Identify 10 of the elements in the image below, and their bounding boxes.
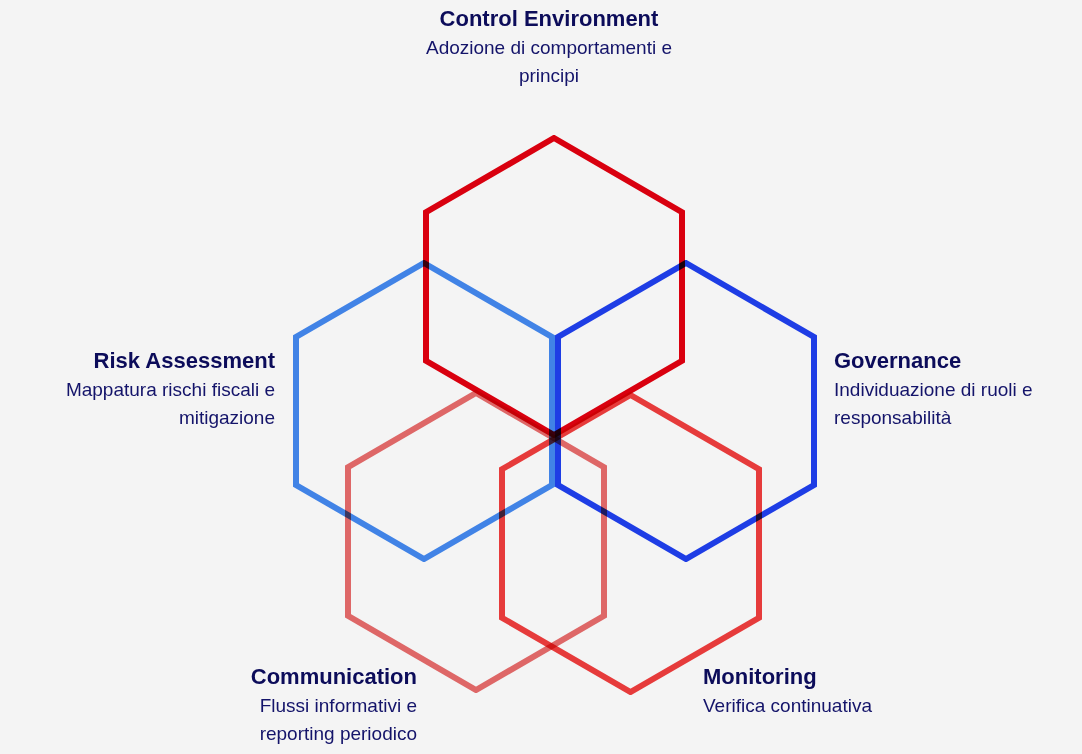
- description: Flussi informativi e reporting periodico: [258, 694, 417, 746]
- heading: Communication: [249, 663, 417, 691]
- description: Verifica continuativa: [703, 694, 873, 718]
- description: Adozione di comportamenti e principi: [424, 36, 674, 88]
- description: Individuazione di ruoli e responsabilità: [834, 378, 1034, 430]
- heading: Control Environment: [438, 5, 660, 33]
- heading: Risk Assessment: [92, 347, 275, 375]
- heading: Monitoring: [703, 663, 818, 691]
- description: Mappatura rischi fiscali e mitigazione: [64, 378, 275, 430]
- heading: Governance: [834, 347, 963, 375]
